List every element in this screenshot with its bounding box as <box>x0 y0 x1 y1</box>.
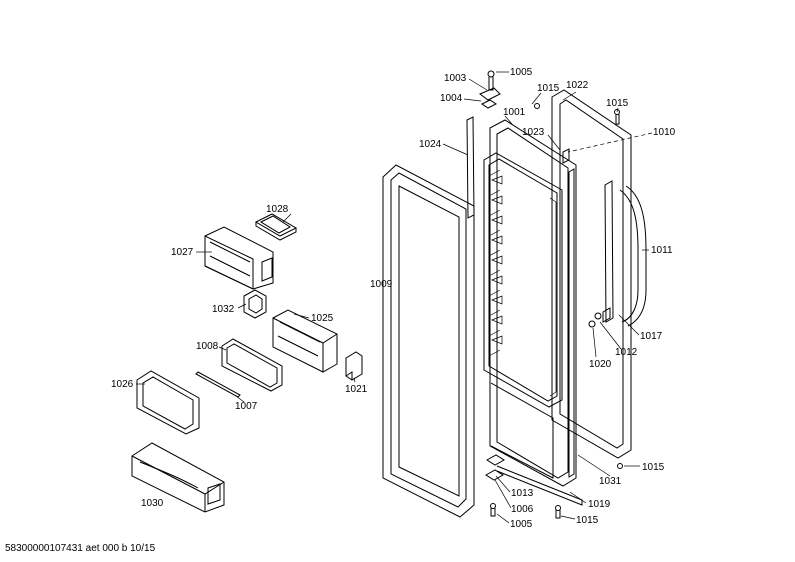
label-1021: 1021 <box>345 384 368 395</box>
label-1003: 1003 <box>444 73 467 84</box>
flap-1026 <box>136 370 200 435</box>
label-1026: 1026 <box>111 379 134 390</box>
strip-1007 <box>195 371 241 398</box>
hinge-top <box>479 70 620 164</box>
label-1020: 1020 <box>589 359 612 370</box>
label-1032: 1032 <box>212 304 235 315</box>
label-1024: 1024 <box>419 139 442 150</box>
label-1022: 1022 <box>566 80 589 91</box>
door-panel-1009 <box>382 164 475 518</box>
label-1015-a: 1015 <box>537 83 560 94</box>
side-strip-1031 <box>568 168 575 478</box>
part-1021 <box>345 351 363 381</box>
label-1004: 1004 <box>440 93 463 104</box>
label-1006: 1006 <box>511 504 534 515</box>
shelf-box-1028 <box>254 213 298 241</box>
document-footer-code: 58300000107431 aet 000 b 10/15 <box>5 543 156 554</box>
label-1023: 1023 <box>522 127 545 138</box>
label-1001: 1001 <box>503 107 526 118</box>
label-1013: 1013 <box>511 488 534 499</box>
shelf-ribs <box>488 169 557 397</box>
label-1015-c: 1015 <box>642 462 665 473</box>
label-1007: 1007 <box>235 401 258 412</box>
label-1005-bottom: 1005 <box>510 519 533 530</box>
label-1017: 1017 <box>640 331 663 342</box>
label-1009: 1009 <box>370 279 393 290</box>
label-1027: 1027 <box>171 247 194 258</box>
hinge-bottom <box>485 454 623 519</box>
label-1028: 1028 <box>266 204 289 215</box>
gasket-1022 <box>551 89 632 459</box>
label-1012: 1012 <box>615 347 638 358</box>
label-1030: 1030 <box>141 498 164 509</box>
label-1025: 1025 <box>311 313 334 324</box>
label-1005-top: 1005 <box>510 67 533 78</box>
label-1015-d: 1015 <box>576 515 599 526</box>
label-1015-b: 1015 <box>606 98 629 109</box>
part-1032 <box>243 289 267 319</box>
handle-fixings <box>588 307 611 328</box>
part-labels: 1003 1005 1015 1004 1001 1022 1015 1023 … <box>111 67 676 530</box>
frame-1008 <box>221 338 283 392</box>
label-1008: 1008 <box>196 341 219 352</box>
door-liner <box>483 119 577 487</box>
door-bin-1027 <box>204 226 274 290</box>
handle-1011 <box>604 180 647 327</box>
label-1010: 1010 <box>653 127 676 138</box>
label-1011: 1011 <box>651 245 673 256</box>
label-1031: 1031 <box>599 476 622 487</box>
tray-1025 <box>272 309 338 373</box>
strip-1024 <box>466 116 475 219</box>
door-bin-1030 <box>131 442 225 513</box>
leader-lines <box>136 71 653 524</box>
label-1019: 1019 <box>588 499 611 510</box>
